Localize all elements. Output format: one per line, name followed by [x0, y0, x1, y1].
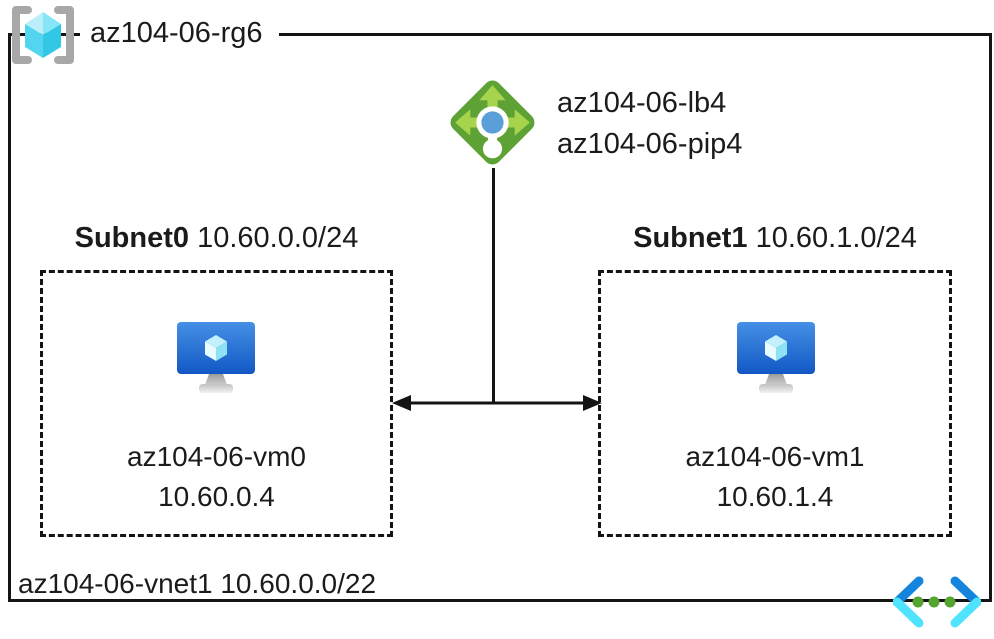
load-balancer-labels: az104-06-lb4 az104-06-pip4 [557, 83, 742, 165]
resource-group-box [8, 33, 992, 602]
subnet1-box [598, 270, 952, 537]
virtual-machine-icon [177, 322, 255, 393]
subnet0-box [40, 270, 393, 537]
load-balancer-name: az104-06-lb4 [557, 87, 727, 119]
resource-group-icon [12, 6, 74, 64]
subnet-link-arrow [392, 395, 602, 411]
lb-connector-line [492, 168, 495, 403]
virtual-machine-icon [737, 322, 815, 393]
resource-group-label: az104-06-rg6 [80, 11, 279, 55]
subnet1-label: Subnet1 10.60.1.0/24 [598, 222, 952, 255]
vm0-name: az104-06-vm0 [127, 441, 306, 472]
vm0-label: az104-06-vm0 10.60.0.4 [40, 437, 393, 517]
vnet-cidr: 10.60.0.0/22 [220, 568, 377, 599]
subnet1-cidr: 10.60.1.0/24 [755, 222, 917, 254]
subnet0-label: Subnet0 10.60.0.0/24 [40, 222, 393, 255]
vnet-label: az104-06-vnet1 10.60.0.0/22 [18, 568, 376, 600]
virtual-network-icon [893, 576, 981, 628]
subnet1-name: Subnet1 [633, 222, 748, 254]
vm1-label: az104-06-vm1 10.60.1.4 [598, 437, 952, 517]
vm1-name: az104-06-vm1 [685, 441, 865, 472]
vm0-ip: 10.60.0.4 [158, 481, 275, 512]
vnet-name: az104-06-vnet1 [18, 568, 213, 599]
load-balancer-icon [450, 80, 535, 165]
public-ip-name: az104-06-pip4 [557, 128, 743, 160]
vm1-ip: 10.60.1.4 [716, 481, 834, 512]
subnet0-cidr: 10.60.0.0/24 [197, 222, 359, 254]
subnet0-name: Subnet0 [74, 222, 190, 254]
